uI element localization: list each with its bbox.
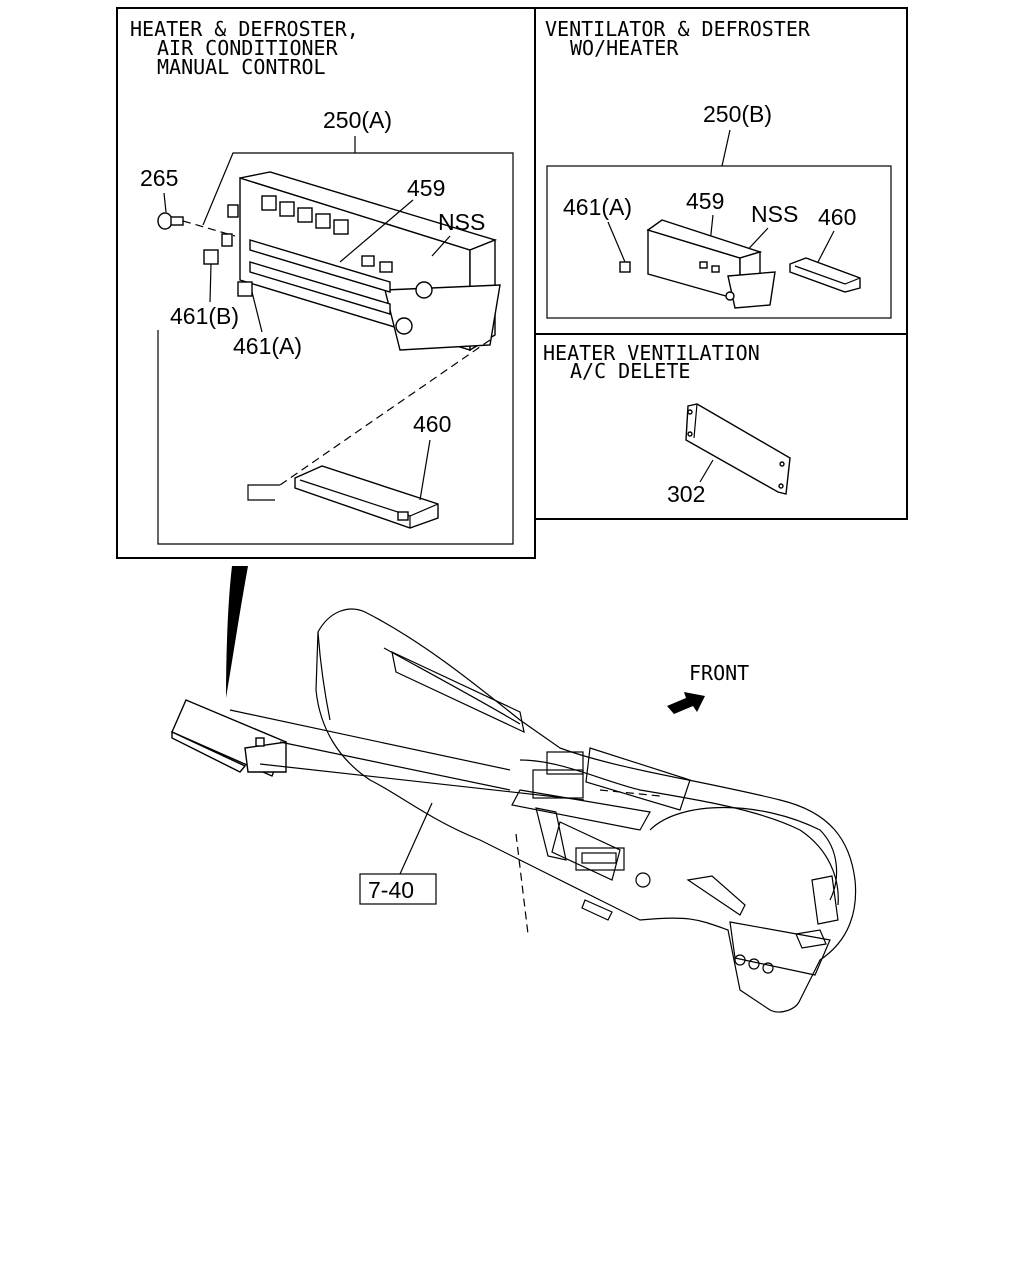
control-head-unit-b bbox=[646, 219, 776, 309]
dashboard-view: FRONT 7-40 bbox=[171, 566, 857, 1013]
panel-heater-ac-manual: HEATER & DEFROSTER, AIR CONDITIONER MANU… bbox=[116, 7, 536, 559]
panel-a-title-line-3: MANUAL CONTROL bbox=[157, 55, 326, 79]
callout-250b: 250(B) bbox=[703, 101, 772, 127]
knob-461a-icon bbox=[237, 281, 253, 297]
front-label: FRONT bbox=[689, 661, 749, 685]
panel-a-inner-frame bbox=[157, 152, 514, 545]
callout-461a-b: 461(A) bbox=[563, 194, 632, 220]
callout-302: 302 bbox=[667, 481, 705, 507]
pointer-arrow-icon bbox=[226, 566, 248, 698]
callout-265: 265 bbox=[140, 165, 178, 191]
callout-459: 459 bbox=[407, 175, 445, 201]
callout-459-b: 459 bbox=[686, 188, 724, 214]
panel-c-title-line-1: HEATER VENTILATION bbox=[543, 341, 760, 365]
front-arrow-icon bbox=[667, 692, 705, 714]
callout-250a: 250(A) bbox=[323, 107, 392, 133]
callout-nss: NSS bbox=[438, 209, 485, 235]
control-unit-460-b bbox=[789, 257, 861, 293]
panel-a-title-line-1: HEATER & DEFROSTER, bbox=[130, 17, 359, 41]
callout-460-b: 460 bbox=[818, 204, 856, 230]
panel-c-frame bbox=[534, 333, 908, 520]
knob-461b-icon bbox=[203, 249, 219, 265]
knob-461a-b-icon bbox=[619, 261, 631, 273]
panel-ventilator-defroster: VENTILATOR & DEFROSTER WO/HEATER 250(B) … bbox=[534, 7, 908, 335]
callout-460: 460 bbox=[413, 411, 451, 437]
panel-b-inner-frame bbox=[546, 165, 892, 319]
panel-b-title-line-2: WO/HEATER bbox=[570, 36, 679, 60]
dashboard-ref-7-40: 7-40 bbox=[368, 877, 414, 903]
callout-461a: 461(A) bbox=[233, 333, 302, 359]
ref-7-40-box bbox=[359, 873, 437, 905]
callout-461b: 461(B) bbox=[170, 303, 239, 329]
blank-cover-plate bbox=[685, 403, 791, 495]
control-head-unit bbox=[221, 171, 501, 352]
control-module-exploded bbox=[171, 699, 287, 777]
panel-b-title-line-1: VENTILATOR & DEFROSTER bbox=[545, 17, 811, 41]
control-unit-460 bbox=[294, 465, 439, 529]
callout-nss-b: NSS bbox=[751, 201, 798, 227]
instrument-panel bbox=[315, 608, 857, 1013]
screw-icon bbox=[157, 212, 236, 237]
panel-a-title-line-2: AIR CONDITIONER bbox=[157, 36, 339, 60]
panel-heater-ventilation-ac-delete: HEATER VENTILATION A/C DELETE 302 bbox=[534, 333, 908, 520]
panel-c-title-line-2: A/C DELETE bbox=[570, 359, 690, 383]
